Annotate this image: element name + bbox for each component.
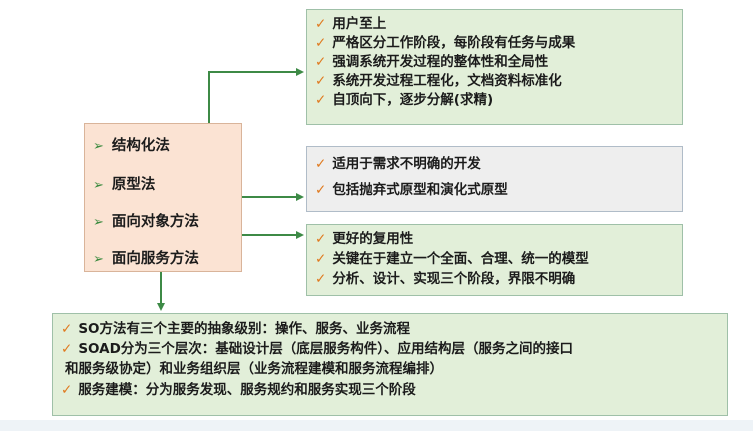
method-label: 结构化法 — [111, 138, 170, 154]
method-prototype: ➢ 原型法 — [93, 173, 155, 194]
list-item: ✓包括抛弃式原型和演化式原型 — [315, 182, 508, 198]
object-oriented-features-box: ✓更好的复用性 ✓关键在于建立一个全面、合理、统一的模型 ✓分析、设计、实现三个… — [306, 224, 683, 296]
check-icon: ✓ — [61, 341, 73, 357]
arrow-bullet-icon: ➢ — [93, 252, 104, 267]
check-icon: ✓ — [315, 182, 327, 198]
service-oriented-features-box: ✓SO方法有三个主要的抽象级别：操作、服务、业务流程 ✓SOAD分为三个层次：基… — [52, 313, 728, 416]
bottom-strip — [0, 420, 753, 431]
list-item: ✓适用于需求不明确的开发 — [315, 156, 481, 172]
arrow-bullet-icon: ➢ — [93, 139, 104, 154]
list-item: ✓更好的复用性 — [315, 231, 414, 247]
prototype-features-box: ✓适用于需求不明确的开发 ✓包括抛弃式原型和演化式原型 — [306, 146, 683, 212]
check-icon: ✓ — [315, 54, 327, 70]
list-item: ✓系统开发过程工程化，文档资料标准化 — [315, 73, 562, 89]
check-icon: ✓ — [315, 156, 327, 172]
check-icon: ✓ — [61, 382, 73, 398]
check-icon: ✓ — [315, 271, 327, 287]
check-icon: ✓ — [315, 92, 327, 108]
method-service-oriented: ➢ 面向服务方法 — [93, 247, 199, 268]
check-icon: ✓ — [315, 231, 327, 247]
list-item: ✓关键在于建立一个全面、合理、统一的模型 — [315, 251, 589, 267]
list-item: ✓用户至上 — [315, 16, 387, 32]
list-item: ✓SO方法有三个主要的抽象级别：操作、服务、业务流程 — [61, 321, 411, 337]
list-item: ✓严格区分工作阶段，每阶段有任务与成果 — [315, 35, 576, 51]
check-icon: ✓ — [315, 16, 327, 32]
list-item-continuation: 和服务级协定）和业务组织层（业务流程建模和服务流程编排） — [65, 361, 443, 377]
list-item: ✓分析、设计、实现三个阶段，界限不明确 — [315, 271, 576, 287]
arrow-bullet-icon: ➢ — [93, 178, 104, 193]
method-label: 原型法 — [111, 177, 156, 193]
check-icon: ✓ — [315, 73, 327, 89]
arrow-bullet-icon: ➢ — [93, 215, 104, 230]
list-item: ✓自顶向下，逐步分解(求精) — [315, 92, 494, 108]
check-icon: ✓ — [61, 321, 73, 337]
list-item: ✓SOAD分为三个层次：基础设计层（底层服务构件）、应用结构层（服务之间的接口 — [61, 341, 574, 357]
check-icon: ✓ — [315, 251, 327, 267]
list-item: ✓服务建模：分为服务发现、服务规约和服务实现三个阶段 — [61, 382, 416, 398]
check-icon: ✓ — [315, 35, 327, 51]
method-label: 面向对象方法 — [111, 214, 199, 230]
list-item: ✓强调系统开发过程的整体性和全局性 — [315, 54, 549, 70]
structured-features-box: ✓用户至上 ✓严格区分工作阶段，每阶段有任务与成果 ✓强调系统开发过程的整体性和… — [306, 9, 683, 125]
method-label: 面向服务方法 — [111, 251, 199, 267]
method-object-oriented: ➢ 面向对象方法 — [93, 210, 199, 231]
methods-box: ➢ 结构化法 ➢ 原型法 ➢ 面向对象方法 ➢ 面向服务方法 — [84, 123, 242, 272]
method-structured: ➢ 结构化法 — [93, 134, 170, 155]
